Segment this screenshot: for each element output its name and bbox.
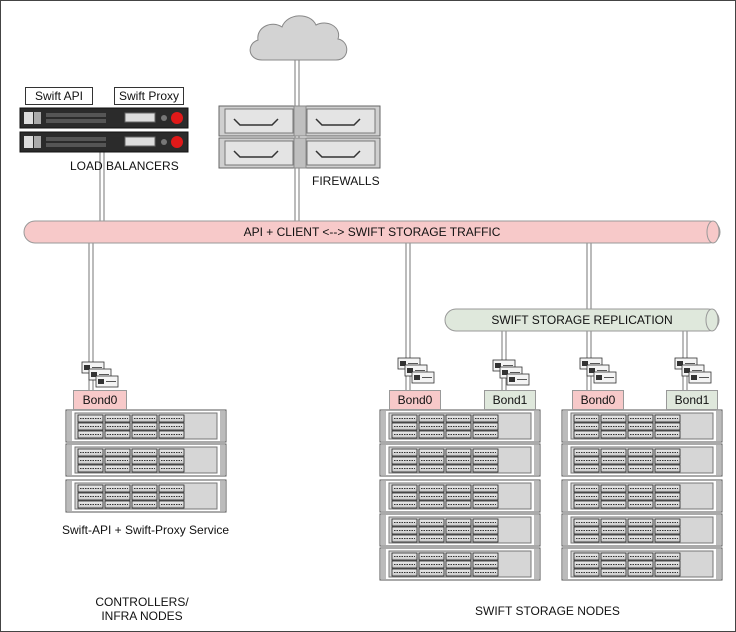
traffic-network-pipe [23, 220, 721, 244]
storage-b-nic-bond0-icon [579, 357, 617, 384]
traffic-network-label: API + CLIENT <--> SWIFT STORAGE TRAFFIC [243, 225, 501, 239]
storage-b-server-5 [561, 547, 723, 581]
cloud-icon [249, 15, 348, 61]
firewall-appliance-2 [218, 137, 381, 169]
storage-nodes-title: SWIFT STORAGE NODES [475, 604, 620, 618]
controllers-title-line1: CONTROLLERS/ [95, 595, 189, 609]
load-balancers-title: LOAD BALANCERS [70, 159, 179, 173]
storage-a-server-4 [379, 513, 541, 547]
storage-a-nic-bond0-icon [397, 357, 435, 384]
controller-nic-icon [81, 361, 119, 388]
storage-b-nic-bond1-icon [674, 357, 712, 384]
lb-uplink [99, 152, 105, 222]
controller-server-2 [65, 443, 227, 477]
storage-a-bond0-label: Bond0 [389, 390, 441, 410]
storage-a-bond1-label: Bond1 [484, 390, 536, 410]
storage-b-bond0-label: Bond0 [572, 390, 624, 410]
storage-a-nic-bond1-icon [492, 359, 530, 386]
firewall-appliance-1 [218, 105, 381, 137]
swift-proxy-tag: Swift Proxy [114, 87, 184, 105]
storage-a-server-3 [379, 479, 541, 513]
load-balancer-appliance-1 [19, 107, 189, 129]
storage-b-server-2 [561, 443, 723, 477]
controller-service-label: Swift-API + Swift-Proxy Service [62, 523, 230, 537]
storage-a-server-2 [379, 443, 541, 477]
storage-b-server-1 [561, 409, 723, 443]
storage-b-bond1-label: Bond1 [666, 390, 718, 410]
controller-server-1 [65, 409, 227, 443]
storage-a-server-1 [379, 409, 541, 443]
storage-a-server-5 [379, 547, 541, 581]
controller-bond0-label: Bond0 [73, 390, 127, 410]
firewalls-title: FIREWALLS [312, 174, 380, 188]
replication-network-pipe [444, 308, 720, 332]
swift-api-tag: Swift API [25, 87, 93, 105]
load-balancer-appliance-2 [19, 131, 189, 153]
controller-server-3 [65, 479, 227, 513]
controllers-title-line2: INFRA NODES [101, 609, 183, 623]
replication-network-label: SWIFT STORAGE REPLICATION [491, 313, 673, 327]
storage-b-server-3 [561, 479, 723, 513]
storage-b-server-4 [561, 513, 723, 547]
